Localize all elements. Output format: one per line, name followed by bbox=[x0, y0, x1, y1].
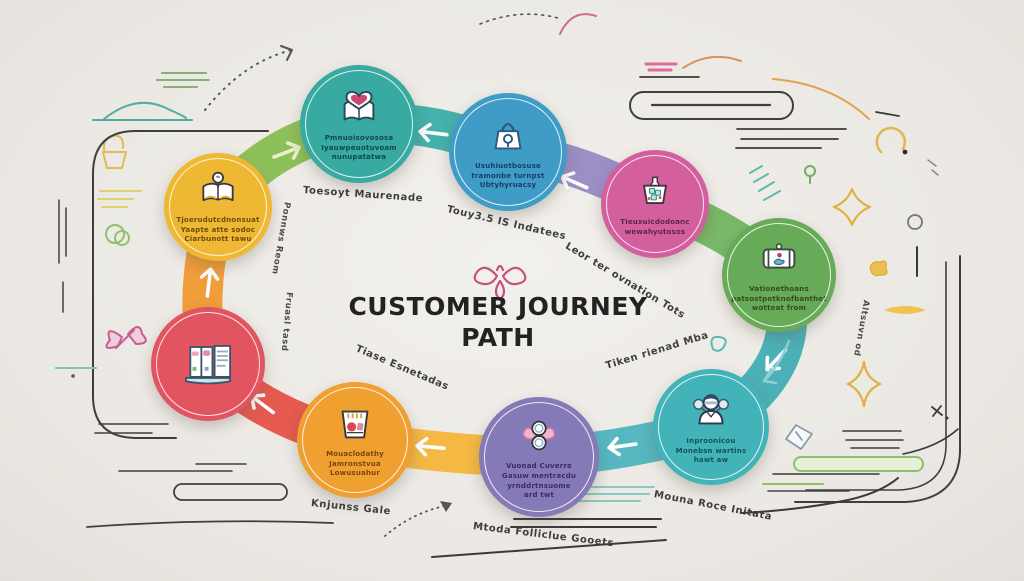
title-line-2: PATH bbox=[461, 322, 535, 352]
node-caption: Mouaclodathy Jamronstvua Lowusuahur bbox=[326, 449, 384, 478]
doodle-pill-green bbox=[762, 456, 924, 492]
node-caption: Inproonicou Monebsn wartins hawt aw bbox=[675, 436, 747, 465]
node-caption: Tjoerudutcdnonsuat Yaapte atte sodoc Cia… bbox=[176, 215, 260, 244]
doodle-star-yellow-icon bbox=[846, 360, 882, 408]
brochure-icon bbox=[185, 345, 231, 385]
journey-node-9: Tjoerudutcdnonsuat Yaapte atte sodoc Cia… bbox=[164, 153, 272, 261]
basket-icon bbox=[643, 176, 667, 204]
doodle-x-mark bbox=[931, 405, 949, 420]
journey-node-7: Mouaclodathy Jamronstvua Lowusuahur bbox=[297, 382, 413, 498]
doodle-rings-icon bbox=[105, 224, 130, 246]
doodle-stadium-outline bbox=[629, 91, 794, 120]
doodle-arc-orange bbox=[772, 78, 870, 120]
doodle-blob-yellow bbox=[869, 260, 888, 277]
doodle-butterfly-icon bbox=[105, 326, 147, 349]
journey-node-6: Vuonad Cuverre Gasuw mentracdu yrnddrtns… bbox=[479, 397, 599, 517]
doodle-curl-orange bbox=[682, 55, 742, 69]
doodle-frame-left bbox=[86, 130, 334, 528]
ring-arrows bbox=[199, 122, 788, 457]
doodle-diamond-icon bbox=[785, 424, 813, 450]
doodle-hatch-teal bbox=[749, 165, 781, 201]
flow-arrow-icon bbox=[415, 436, 446, 457]
title-line-1: CUSTOMER JOURNEY bbox=[348, 292, 648, 321]
doodle-swirl-teal bbox=[710, 335, 727, 352]
doodle-dashed-arrow-bottom bbox=[384, 501, 452, 537]
doodle-curls-top bbox=[479, 13, 597, 35]
doodle-cloud-icon bbox=[92, 101, 193, 121]
book-heart-icon bbox=[343, 90, 375, 121]
flow-arrow-light-icon bbox=[272, 141, 301, 160]
doodle-circle-gray bbox=[907, 214, 923, 230]
journey-node-2: Usuhiuotbosuse tramonbe turnpst Ubtyhyru… bbox=[449, 93, 567, 211]
node-caption: Vationethoans patsostpotknofbanthet wott… bbox=[731, 284, 827, 313]
suitcase-icon bbox=[762, 243, 796, 269]
journey-node-5: Inproonicou Monebsn wartins hawt aw bbox=[653, 369, 769, 485]
doodle-pin-green-icon bbox=[804, 165, 816, 184]
doodle-lines-topright bbox=[735, 111, 900, 149]
journey-node-4: Vationethoans patsostpotknofbanthet wott… bbox=[722, 218, 836, 332]
node-caption: Tieuxuicdodoanc wewahyutosos bbox=[620, 217, 690, 236]
journey-node-1: Pmnuoisovososa Iyauwpeuotuvoam nunupatat… bbox=[300, 65, 418, 183]
doodle-swoosh-bottomright bbox=[741, 477, 899, 514]
bag-lock-icon bbox=[494, 122, 522, 150]
journey-node-3: Tieuxuicdodoanc wewahyutosos bbox=[601, 150, 709, 258]
page-title: CUSTOMER JOURNEY PATH bbox=[328, 292, 668, 353]
flow-arrow-icon bbox=[199, 267, 220, 298]
cup-items-icon bbox=[341, 410, 369, 439]
book-magnifier-icon bbox=[202, 171, 234, 201]
doodle-frame-right bbox=[794, 255, 961, 503]
doodle-lines-green-topleft bbox=[156, 72, 210, 88]
doodle-line-teal-left bbox=[55, 367, 97, 378]
doodle-flag-pink bbox=[639, 62, 700, 78]
doodle-circle-yellow bbox=[875, 126, 908, 155]
flow-arrow-icon bbox=[560, 171, 589, 190]
doodle-edge-lines-left bbox=[58, 199, 67, 313]
doodle-flower-yellow-icon bbox=[832, 187, 872, 227]
doodle-lines-yellow bbox=[97, 190, 142, 208]
node-caption: Vuonad Cuverre Gasuw mentracdu yrnddrtns… bbox=[501, 461, 577, 500]
flower-ornament-icon bbox=[473, 264, 527, 301]
flow-arrow-icon bbox=[607, 436, 638, 457]
doodle-lines-bottomcenter bbox=[510, 518, 662, 528]
node-caption: Pmnuoisovososa Iyauwpeuotuvoam nunupatat… bbox=[321, 133, 397, 162]
doodle-ticks-gray bbox=[927, 159, 939, 176]
doodle-swoosh-bottom bbox=[431, 539, 667, 558]
doodle-leaf-yellow bbox=[884, 306, 926, 314]
journey-node-8 bbox=[151, 307, 265, 421]
doodle-lines-bottomright bbox=[842, 428, 959, 455]
flow-arrow-icon bbox=[418, 122, 449, 143]
doodle-dashed-arrow-topleft bbox=[204, 45, 293, 111]
bow-badges-icon bbox=[522, 420, 556, 451]
node-caption: Usuhiuotbosuse tramonbe turnpst Ubtyhyru… bbox=[471, 161, 545, 190]
person-support-icon bbox=[692, 394, 730, 425]
